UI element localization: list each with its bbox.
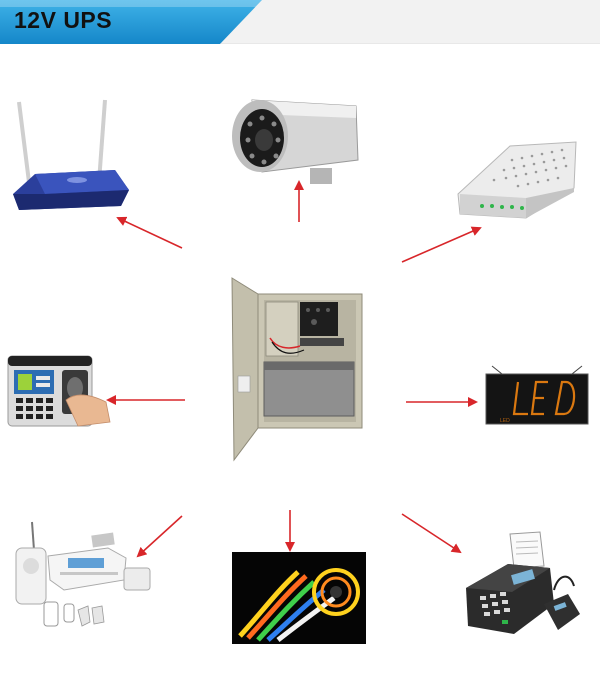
modem-icon [457,141,577,219]
alarm-icon [15,521,151,627]
page-title: 12V UPS [14,7,113,33]
led-strip-icon [232,552,366,644]
header-banner: 12V UPS [0,0,600,44]
fingerprint-icon [7,355,111,427]
pos-icon [466,531,580,634]
arrow-to-pos [401,513,462,554]
camera-icon [232,99,359,184]
ups-cabinet-icon [231,277,363,462]
router-icon [13,99,129,210]
led-sign-icon: LED [485,365,589,425]
arrow-layer [106,180,482,558]
arrow-to-modem [401,226,482,263]
arrow-to-alarm [136,515,183,558]
banner-shape [0,0,600,44]
arrow-to-router [116,216,183,249]
device-diagram: LED [0,90,600,660]
led-sign-small-text: LED [500,418,510,424]
